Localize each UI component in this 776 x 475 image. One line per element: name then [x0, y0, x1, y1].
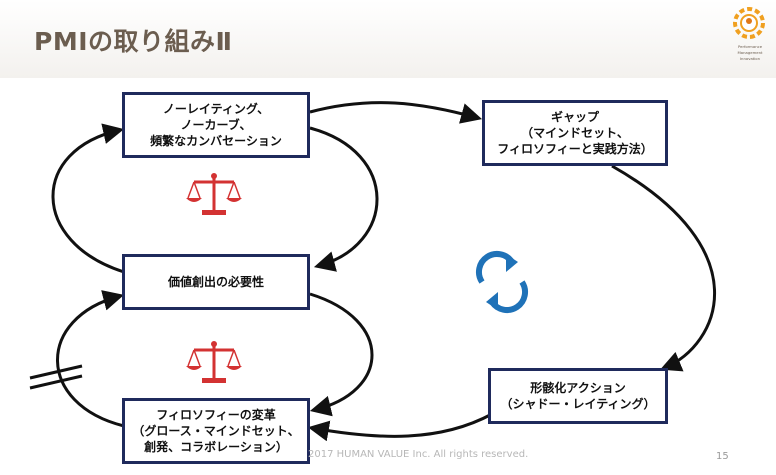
- cycle-icon: [475, 251, 529, 313]
- arrow-philosophy-to-value-left: [56, 290, 125, 428]
- scale-icon-top: [186, 173, 242, 215]
- title-band: [0, 0, 776, 78]
- logo-text-2: Management: [737, 50, 763, 55]
- scale-icon-bottom: [186, 341, 242, 383]
- copyright-footer: 2017 HUMAN VALUE Inc. All rights reserve…: [308, 449, 529, 460]
- box-gap-line1: ギャップ: [550, 110, 599, 124]
- arrow-gap-to-formalized: [611, 164, 717, 372]
- slide-title: PMIの取り組みⅡ: [34, 27, 233, 56]
- box-no-rating-line3: 頻繁なカンバセーション: [150, 134, 282, 148]
- box-philosophy-line2: （グロース・マインドセット、: [132, 424, 300, 438]
- arrow-value-to-norating-left: [51, 123, 125, 274]
- logo-text-1: Performance: [737, 44, 763, 49]
- arrow-value-to-philosophy-right: [309, 292, 374, 417]
- company-logo: Performance Management Innovation: [728, 6, 768, 72]
- box-gap-line3: フィロソフィーと実践方法）: [497, 142, 653, 156]
- arrow-norating-to-value-right: [309, 126, 379, 272]
- box-formalized-line1: 形骸化アクション: [530, 381, 626, 395]
- box-gap-line2: （マインドセット、: [521, 126, 629, 140]
- logo-text-3: Innovation: [739, 56, 761, 61]
- box-formalized: 形骸化アクション （シャドー・レイティング）: [488, 368, 668, 424]
- box-value-creation-line1: 価値創出の必要性: [167, 275, 264, 289]
- arrow-norating-to-gap: [309, 101, 483, 124]
- box-no-rating-line1: ノーレイティング、: [162, 102, 270, 116]
- box-philosophy: フィロソフィーの変革 （グロース・マインドセット、 創発、コラボレーション）: [122, 398, 310, 464]
- box-gap: ギャップ （マインドセット、 フィロソフィーと実践方法）: [482, 100, 668, 166]
- box-value-creation: 価値創出の必要性: [122, 254, 310, 310]
- box-philosophy-line1: フィロソフィーの変革: [156, 408, 276, 422]
- box-no-rating: ノーレイティング、 ノーカーブ、 頻繁なカンバセーション: [122, 92, 310, 158]
- not-equal-mark: [29, 364, 83, 390]
- arrow-formalized-to-philosophy: [307, 412, 493, 442]
- logo-icon: [733, 7, 765, 39]
- box-formalized-line2: （シャドー・レイティング）: [500, 397, 656, 411]
- box-no-rating-line2: ノーカーブ、: [180, 118, 252, 132]
- page-number: 15: [716, 451, 729, 462]
- box-philosophy-line3: 創発、コラボレーション）: [144, 440, 288, 454]
